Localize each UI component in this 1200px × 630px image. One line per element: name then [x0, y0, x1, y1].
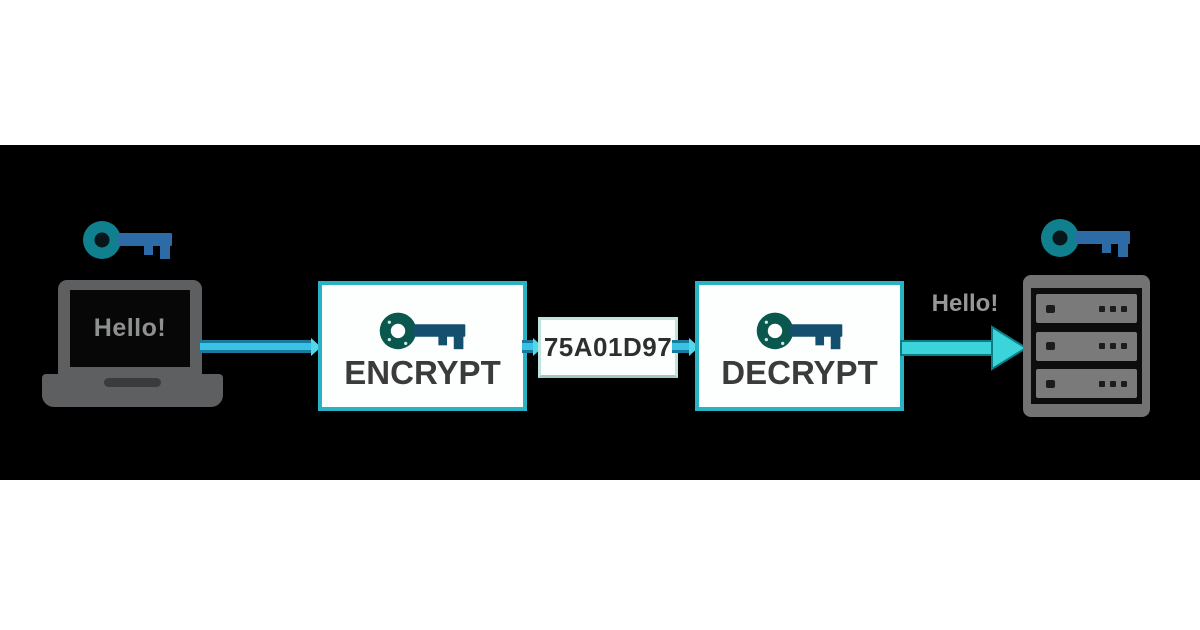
laptop-notch: [104, 378, 161, 387]
receiver-key-icon: [1040, 210, 1132, 262]
connector-arrow-to-encrypt: [200, 340, 312, 353]
encrypt-label: ENCRYPT: [344, 353, 501, 391]
drive-dots-icon: [1099, 305, 1127, 312]
server-rack: [1031, 288, 1142, 404]
decrypt-key-icon: [750, 304, 850, 354]
sender-key-icon: [82, 212, 174, 264]
arrow-to-server-icon: [900, 320, 1028, 376]
ciphertext-value: 75A01D97: [543, 332, 673, 362]
drive-led-icon: [1046, 342, 1055, 350]
server-icon: [1023, 275, 1150, 417]
ciphertext-box: 75A01D97: [538, 317, 678, 378]
laptop-screen: Hello!: [70, 290, 190, 367]
drive-dots-icon: [1099, 343, 1127, 349]
connector-arrow-to-decrypt: [672, 340, 690, 353]
plaintext-message: Hello!: [93, 314, 167, 342]
decrypt-box: DECRYPT: [695, 281, 904, 411]
encrypt-key-icon: [373, 304, 473, 354]
encrypt-box: ENCRYPT: [318, 281, 527, 411]
decrypted-message-label: Hello!: [931, 290, 999, 317]
connector-arrow-to-cipher: [522, 340, 534, 353]
drive-led-icon: [1046, 379, 1055, 388]
drive-dots-icon: [1099, 380, 1127, 387]
drive-led-icon: [1046, 304, 1055, 313]
server-drive-slot: [1036, 331, 1137, 361]
server-drive-slot: [1036, 369, 1137, 398]
decrypt-label: DECRYPT: [721, 353, 878, 391]
server-drive-slot: [1036, 294, 1137, 323]
